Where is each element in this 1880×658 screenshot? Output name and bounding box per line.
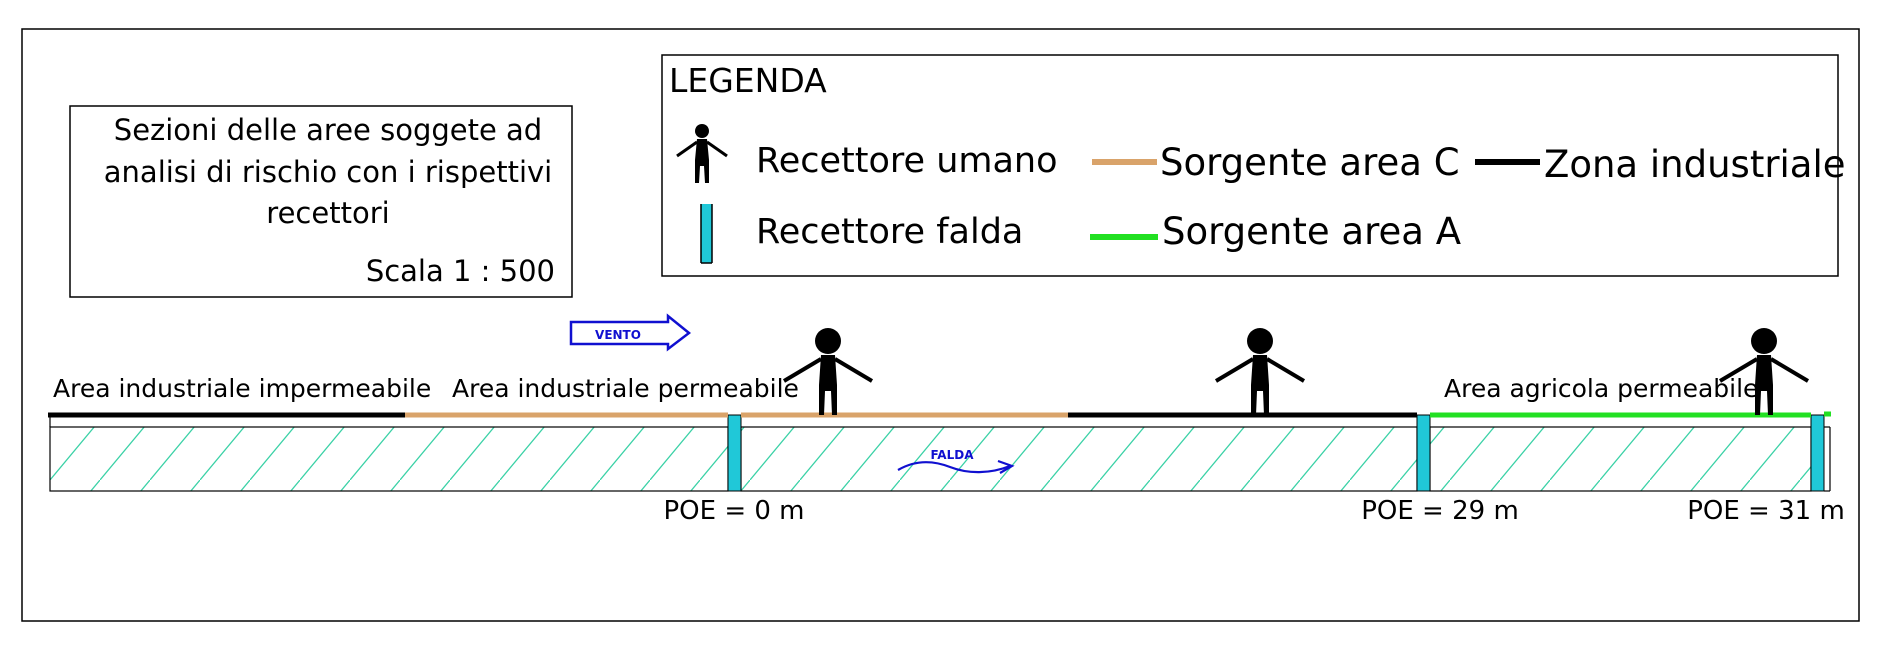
scale-label: Scala 1 : 500	[366, 254, 555, 288]
legend-human-receptor-label: Recettore umano	[756, 141, 1058, 181]
aquifer-receptor-poe-29	[1416, 414, 1431, 492]
falda-label: FALDA	[930, 448, 974, 462]
legend-person-icon	[676, 124, 728, 183]
poe-29-label: POE = 29 m	[1361, 496, 1519, 526]
surface-lines	[48, 411, 1831, 418]
legend-box	[661, 54, 1839, 277]
title-line-1: Sezioni delle aree soggete ad	[114, 113, 542, 147]
vento-arrow: VENTO	[569, 313, 692, 352]
poe-31-label: POE = 31 m	[1687, 496, 1845, 526]
legend-title: LEGENDA	[669, 61, 827, 100]
area-industrial-impermeable-label: Area industriale impermeabile	[53, 374, 431, 403]
human-receptor-icon-2	[1214, 326, 1306, 417]
legend-industrial-label: Zona industriale	[1544, 143, 1846, 186]
legend-aquifer-receptor-label: Recettore falda	[756, 212, 1023, 252]
ground-section	[49, 416, 1831, 492]
title-box	[69, 105, 573, 298]
outer-frame	[21, 28, 1860, 622]
legend: LEGENDA Recettore umano Recettore falda …	[661, 54, 1846, 277]
aquifer-receptor-poe-0	[727, 414, 742, 492]
falda-arrow: FALDA	[897, 448, 1015, 474]
poe-0-label: POE = 0 m	[663, 496, 804, 526]
legend-source-c-label: Sorgente area C	[1160, 141, 1460, 184]
title-line-2: analisi di rischio con i rispettivi	[104, 155, 552, 189]
area-agricultural-permeable-label: Area agricola permeabile	[1444, 374, 1758, 403]
vento-label: VENTO	[595, 328, 641, 342]
title-line-3: recettori	[266, 196, 389, 230]
legend-source-a-label: Sorgente area A	[1162, 210, 1461, 253]
legend-aquifer-icon	[700, 204, 713, 264]
aquifer-receptors	[727, 414, 1825, 492]
aquifer-receptor-poe-31	[1810, 414, 1825, 492]
area-industrial-permeable-label: Area industriale permeabile	[452, 374, 799, 403]
